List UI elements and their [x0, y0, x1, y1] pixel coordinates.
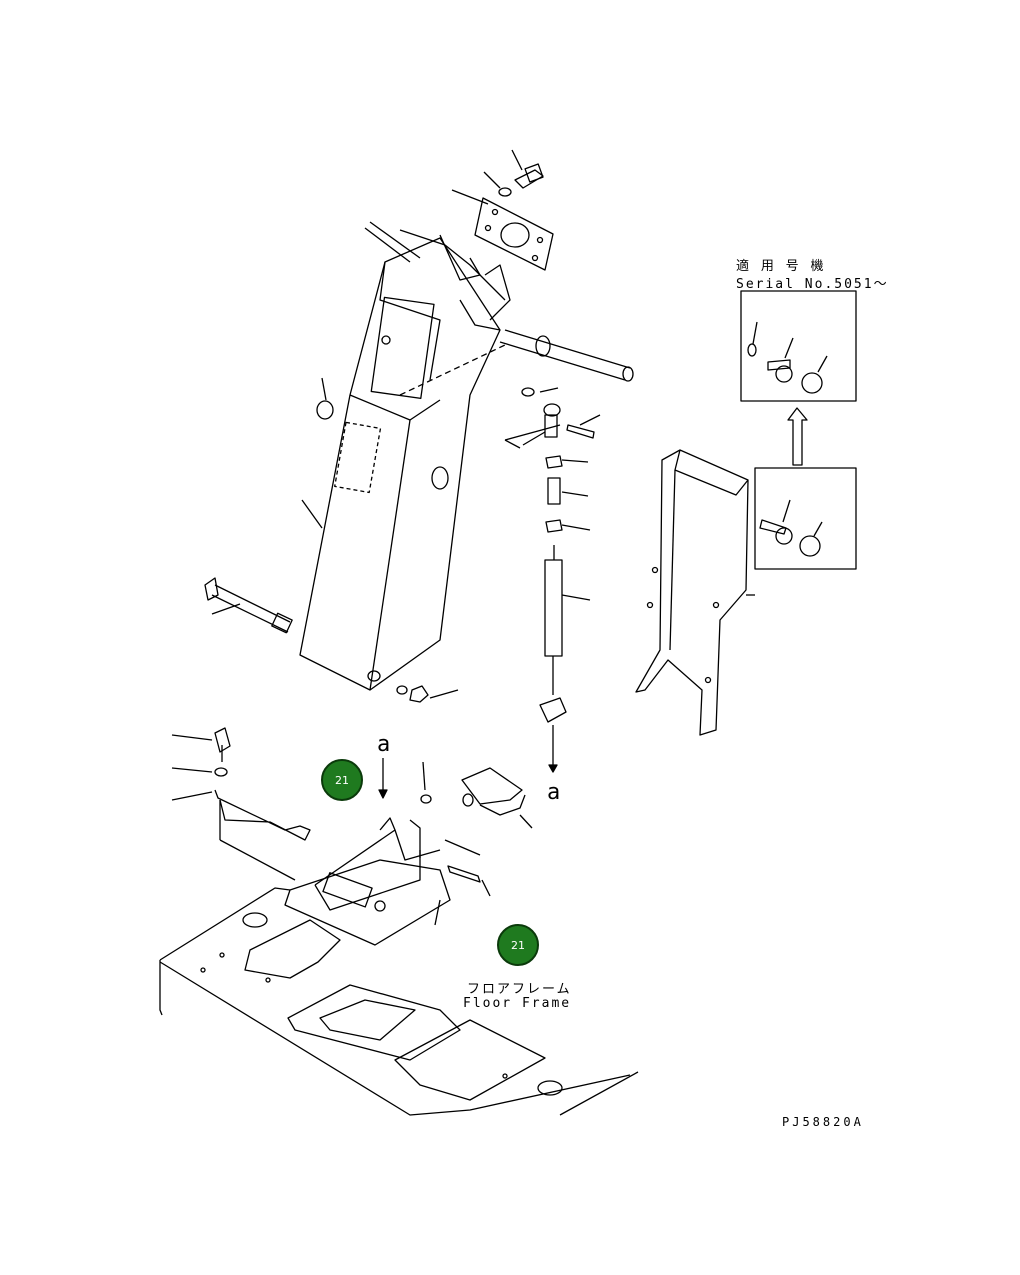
- pin-parts: [420, 761, 533, 897]
- a-label-left: a: [377, 732, 391, 757]
- serial-jp-label: 適 用 号 機: [736, 259, 826, 274]
- floor-frame-jp-label: フロアフレーム: [467, 982, 572, 997]
- pedal-bracket: [284, 817, 451, 946]
- callout-21-upper[interactable]: 21: [321, 759, 363, 801]
- control-column: [299, 221, 511, 691]
- shaft-upper: [499, 329, 634, 382]
- floor-frame-en-label: Floor Frame: [463, 996, 572, 1011]
- mounting-plate: [451, 189, 554, 271]
- drawing-code: PJ58820A: [782, 1115, 864, 1129]
- side-cover: [635, 449, 755, 736]
- serial-detail-lower: [754, 467, 857, 570]
- serial-detail-upper: [740, 290, 857, 402]
- serial-arrow: [787, 407, 808, 466]
- callout-21-lower[interactable]: 21: [497, 924, 539, 966]
- long-bolt-left: [204, 499, 323, 634]
- a-arrow-left: [378, 758, 388, 799]
- gas-spring-assembly: [504, 387, 601, 773]
- nut-bottom: [396, 685, 459, 703]
- collar-left: [316, 377, 334, 420]
- serial-en-label: Serial No.5051～: [736, 277, 889, 292]
- a-label-right: a: [547, 780, 561, 805]
- lower-left-fasteners: [171, 727, 311, 881]
- bolt-top: [483, 149, 544, 197]
- floor-frame: [159, 887, 639, 1116]
